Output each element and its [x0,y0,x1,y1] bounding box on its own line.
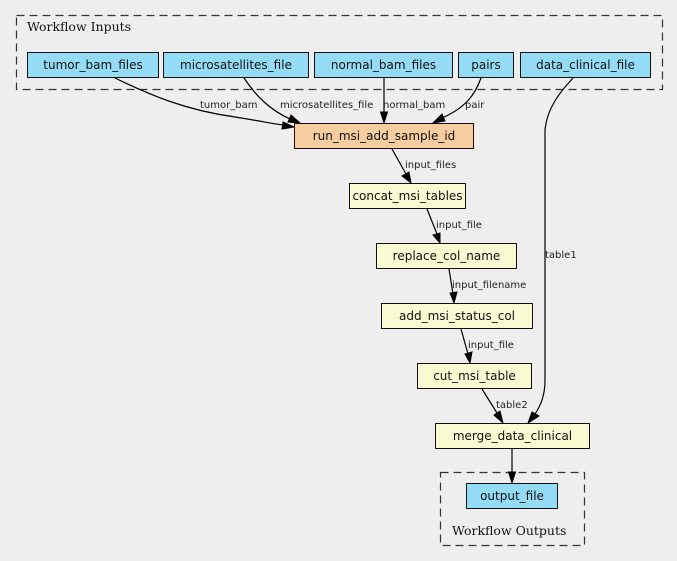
step-node-concat-msi-tables[interactable]: concat_msi_tables [349,183,466,209]
edge-pair [441,77,482,119]
edge-input-file-2 [460,328,469,355]
edge-label-normal-bam: normal_bam [383,100,445,111]
inputs-cluster: Workflow Inputs [15,14,664,91]
node-label: normal_bam_files [331,58,436,72]
step-node-cut-msi-table[interactable]: cut_msi_table [417,363,532,389]
edge-input-files-arrowhead [401,171,412,185]
edge-label-input-file-1: input_file [436,220,482,231]
inputs-cluster-border [15,14,664,91]
node-label: merge_data_clinical [453,429,572,443]
edge-table2-arrowhead [493,410,504,425]
node-label: pairs [471,58,501,72]
input-node-microsatellites-file[interactable]: microsatellites_file [163,52,309,78]
node-label: microsatellites_file [180,58,292,72]
node-label: concat_msi_tables [352,189,462,203]
edge-label-input-file-2: input_file [468,340,514,351]
output-node-output-file[interactable]: output_file [466,483,558,509]
inputs-cluster-label: Workflow Inputs [27,19,131,34]
edge-microsatellites-file-arrowhead [287,114,302,124]
node-label: tumor_bam_files [43,58,142,72]
node-label: output_file [480,489,544,503]
edges: tumor_bam microsatellites_file normal_ba… [114,77,577,485]
edge-table1-arrowhead [527,411,540,425]
edge-table1 [534,77,574,415]
edge-microsatellites-file [243,77,291,120]
step-node-merge-data-clinical[interactable]: merge_data_clinical [435,423,590,449]
edge-label-input-filename: input_filename [452,280,526,291]
step-node-replace-col-name[interactable]: replace_col_name [376,243,517,269]
node-label: run_msi_add_sample_id [313,129,456,143]
edge-tumor-bam [114,77,284,126]
edge-label-table2: table2 [496,400,528,411]
node-label: add_msi_status_col [399,309,515,323]
edge-input-file-1 [426,208,438,235]
edge-pair-arrowhead [431,113,446,124]
edge-input-files [391,148,407,175]
input-node-pairs[interactable]: pairs [458,52,514,78]
input-node-data-clinical-file[interactable]: data_clinical_file [520,52,651,78]
edge-label-microsatellites-file: microsatellites_file [280,100,373,111]
input-node-normal-bam-files[interactable]: normal_bam_files [314,52,453,78]
edge-label-table1: table1 [545,250,577,261]
outputs-cluster-label: Workflow Outputs [452,523,566,538]
step-node-run-msi-add-sample-id[interactable]: run_msi_add_sample_id [294,123,474,149]
node-label: cut_msi_table [433,369,516,383]
edge-label-tumor-bam: tumor_bam [200,100,257,111]
input-node-tumor-bam-files[interactable]: tumor_bam_files [27,52,159,78]
edge-input-filename-arrowhead [449,291,458,305]
node-label: replace_col_name [393,249,501,263]
edge-output-arrowhead [507,471,517,485]
edge-normal-bam-arrowhead [379,111,389,125]
edge-label-input-files: input_files [405,160,456,171]
step-node-add-msi-status-col[interactable]: add_msi_status_col [381,303,533,329]
edge-label-pair: pair [465,100,485,111]
edge-input-file-1-arrowhead [432,232,441,245]
edge-tumor-bam-arrowhead [281,121,296,130]
node-label: data_clinical_file [536,58,635,72]
edge-input-filename [448,268,454,295]
edge-input-file-2-arrowhead [464,351,473,365]
edge-table2 [481,388,498,414]
